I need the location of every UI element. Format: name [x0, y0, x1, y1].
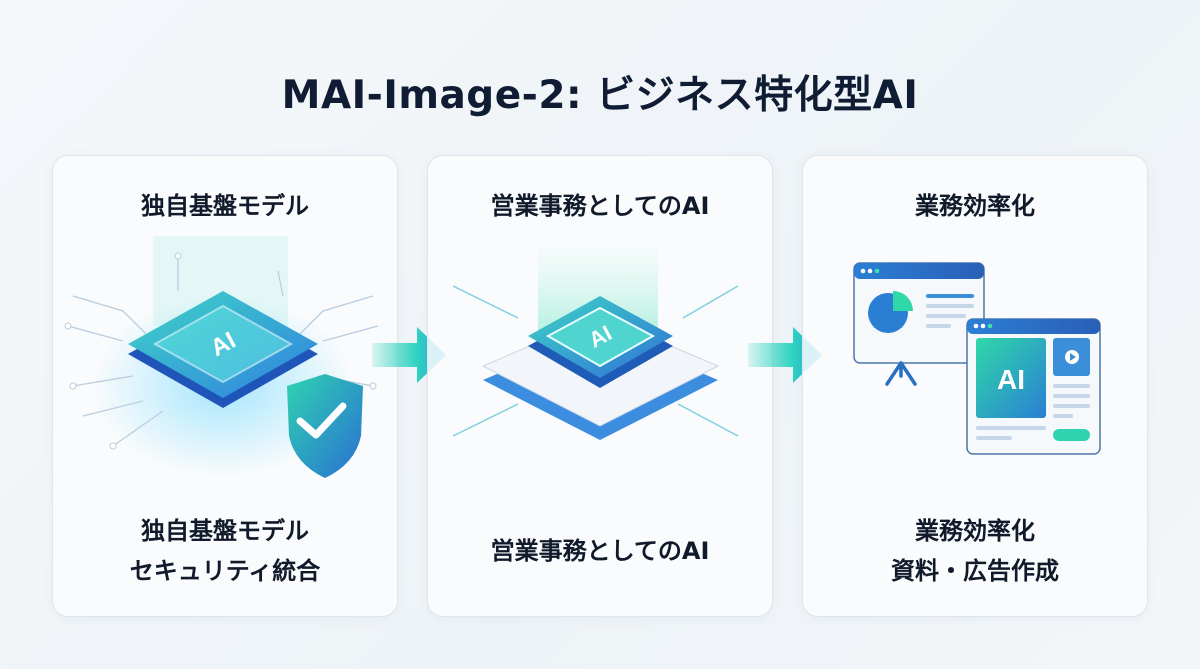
ai-chip-with-shield-icon: AI	[64, 236, 379, 478]
card-heading: 独自基盤モデル	[141, 192, 309, 220]
desc-line: 営業事務としてのAI	[490, 537, 710, 565]
presentation-and-ad-window-icon: AI	[853, 262, 1101, 455]
card-heading: 業務効率化	[915, 192, 1035, 220]
card-description: 業務効率化 資料・広告作成	[803, 511, 1147, 591]
card-heading: 営業事務としてのAI	[490, 192, 710, 220]
ad-label: AI	[997, 364, 1025, 395]
desc-line: セキュリティ統合	[129, 557, 321, 585]
presentation-board-icon	[853, 262, 985, 386]
ai-platform-icon: AI	[452, 241, 739, 440]
card-foundation-model: 独自基盤モデル AI 独自基盤モデル セキュリティ統合	[52, 155, 398, 617]
card-description: 営業事務としてのAI	[428, 531, 772, 571]
ad-window-icon: AI	[966, 318, 1101, 455]
card-description: 独自基盤モデル セキュリティ統合	[53, 511, 397, 591]
shield-check-icon	[287, 374, 363, 478]
page-title: MAI-Image-2: ビジネス特化型AI	[281, 73, 919, 118]
desc-line: 業務効率化	[915, 517, 1035, 545]
desc-line: 独自基盤モデル	[141, 517, 309, 545]
desc-line: 資料・広告作成	[891, 557, 1059, 585]
card-efficiency: 業務効率化 AI	[802, 155, 1148, 617]
card-sales-ai: 営業事務としてのAI AI 営業事務としてのAI	[427, 155, 773, 617]
